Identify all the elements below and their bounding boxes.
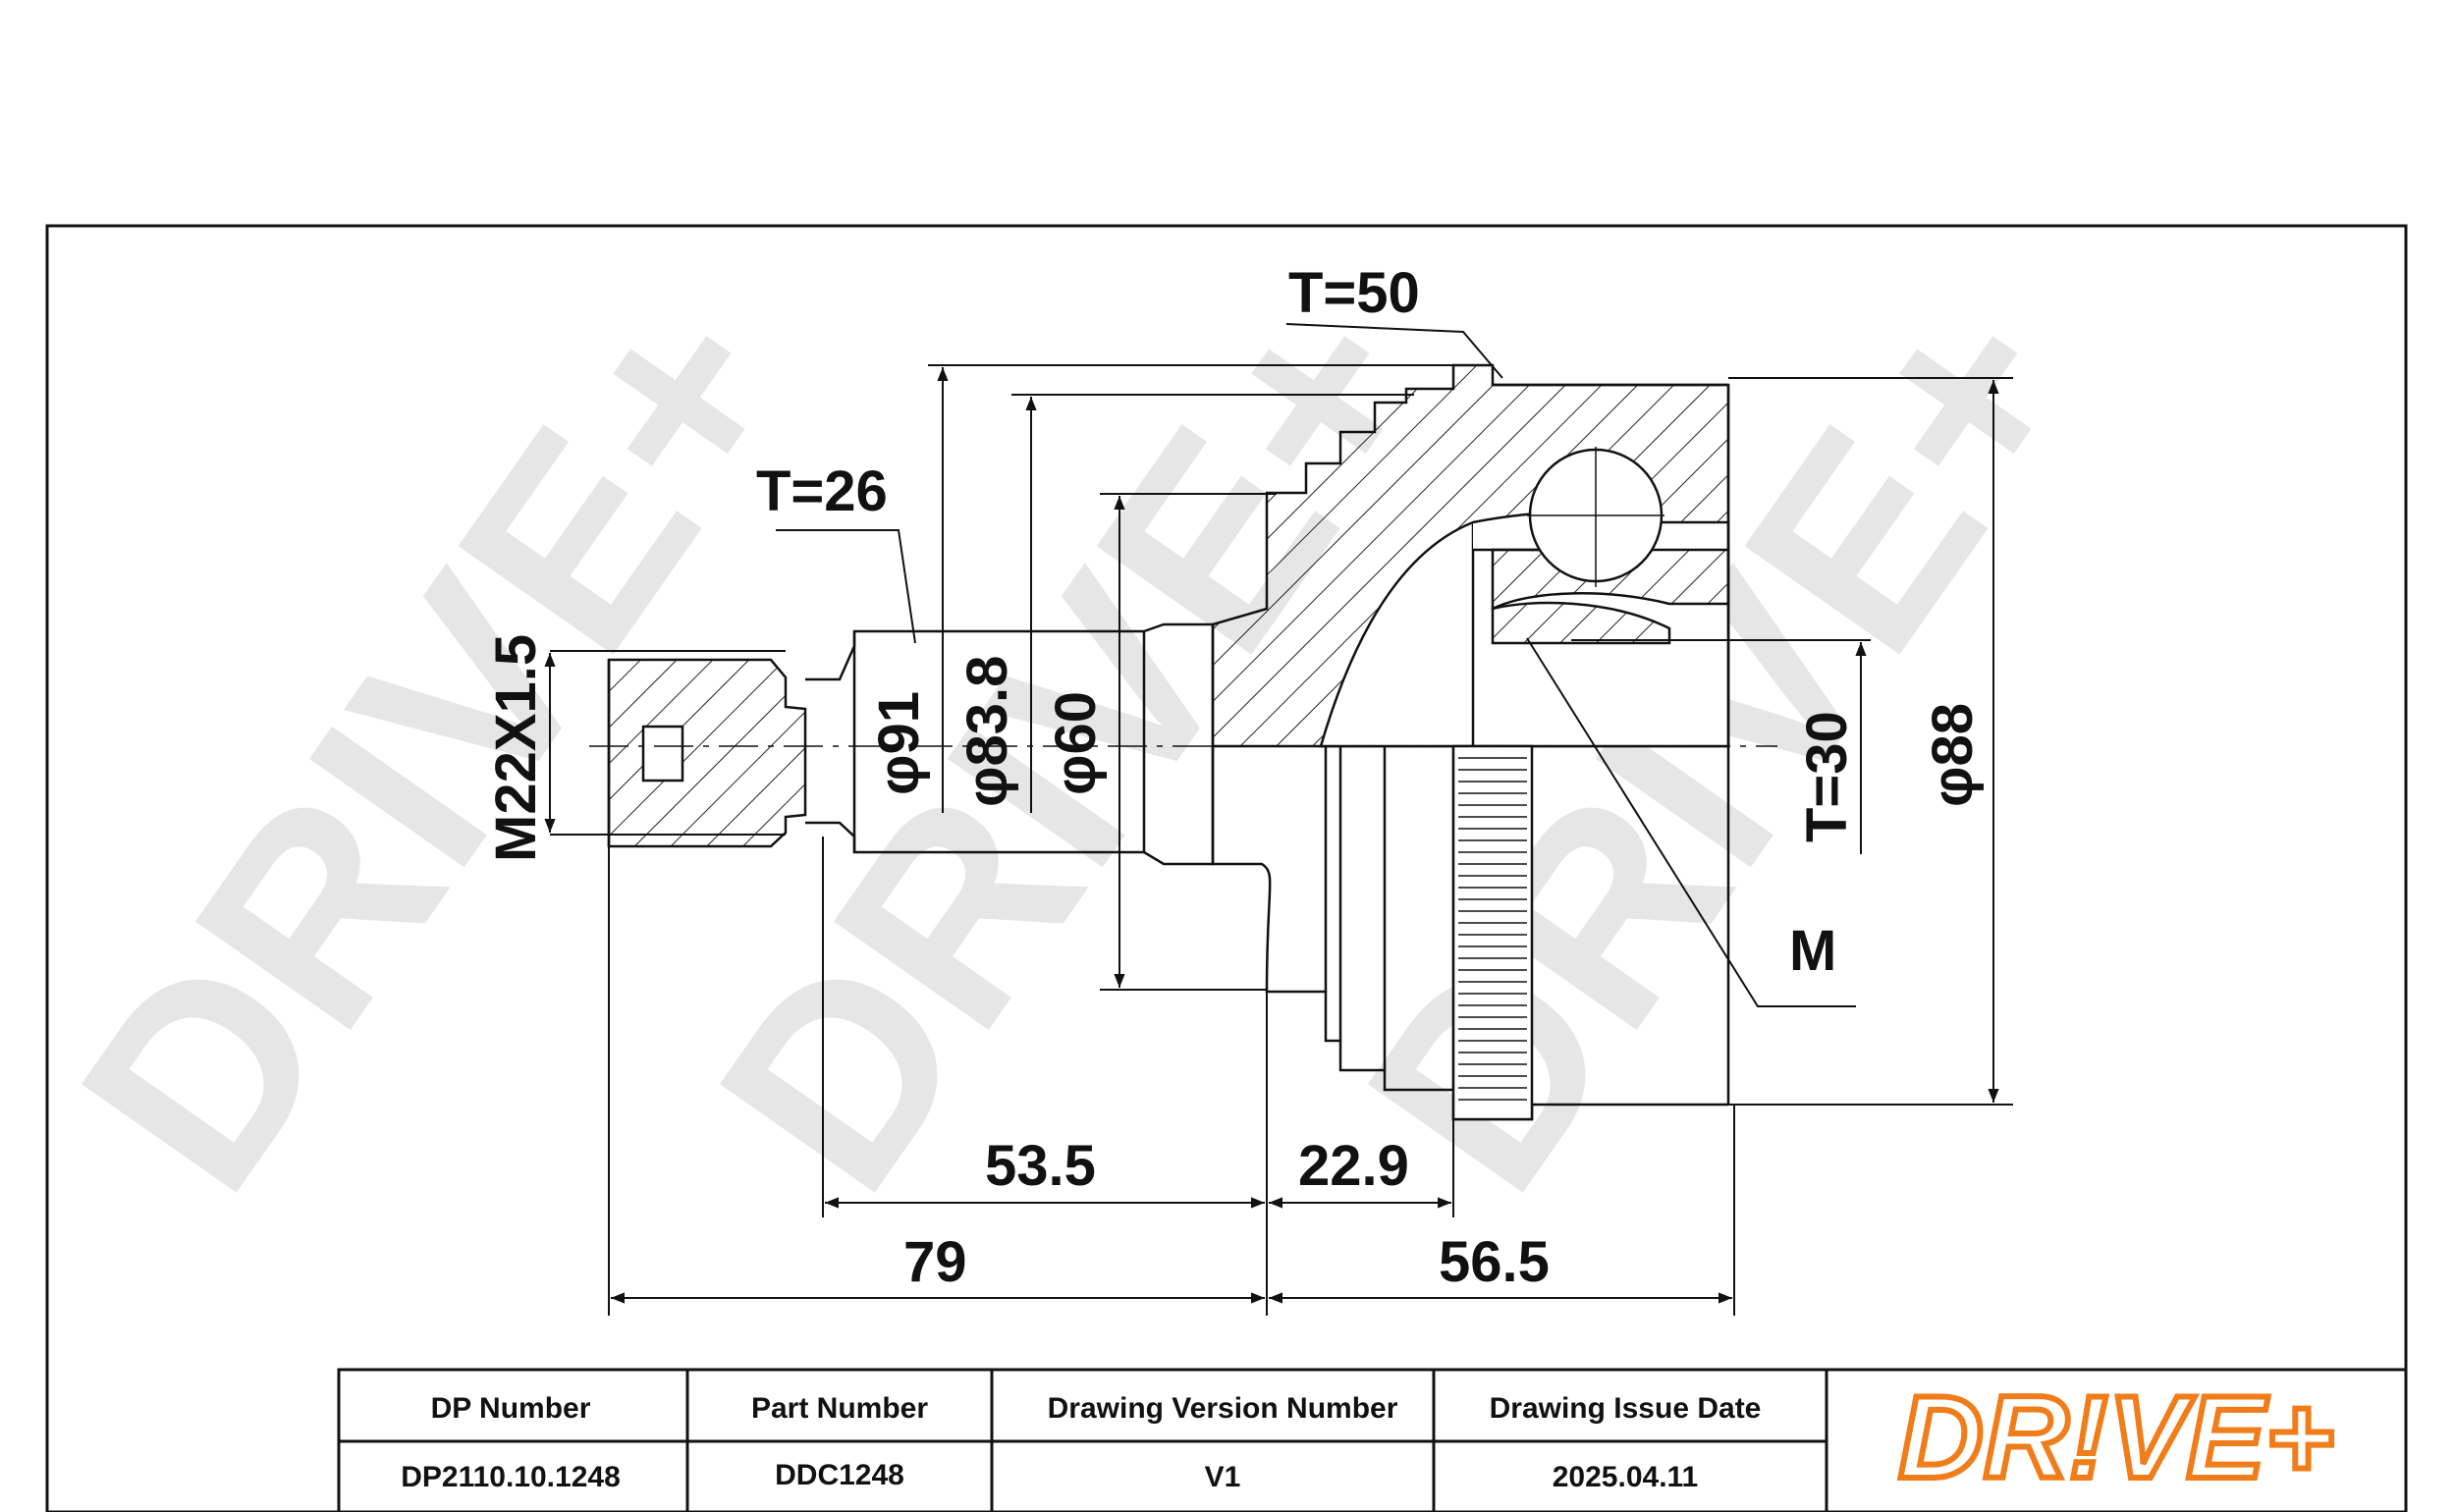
label-phi838: φ83.8 bbox=[955, 656, 1019, 807]
label-229: 22.9 bbox=[1298, 1134, 1409, 1198]
header-issue-date: Drawing Issue Date bbox=[1490, 1392, 1762, 1425]
thread-end bbox=[607, 658, 807, 848]
t50-leader bbox=[1285, 323, 1503, 379]
label-t30: T=30 bbox=[1795, 711, 1859, 842]
title-block-text: DP Number Part Number Drawing Version Nu… bbox=[401, 1392, 1761, 1493]
dimension-labels: T=50 T=26 M22X1.5 φ91 φ83.8 φ60 T=30 φ88… bbox=[484, 261, 1985, 1294]
value-dp-number: DP2110.10.1248 bbox=[401, 1461, 621, 1493]
abs-teeth bbox=[1458, 757, 1527, 1101]
label-t26: T=26 bbox=[756, 459, 888, 523]
label-phi88: φ88 bbox=[1921, 703, 1985, 807]
value-issue-date: 2025.04.11 bbox=[1553, 1461, 1699, 1493]
dimension-lines bbox=[544, 323, 2013, 1316]
label-565: 56.5 bbox=[1439, 1230, 1550, 1294]
drive-logo: DR!VE+ bbox=[1898, 1372, 2333, 1503]
drawing-frame bbox=[45, 224, 2408, 1512]
abs-ring bbox=[1451, 744, 1534, 1121]
label-t50: T=50 bbox=[1288, 261, 1420, 325]
t26-leader bbox=[776, 529, 916, 644]
title-block bbox=[337, 1368, 2408, 1512]
label-m22: M22X1.5 bbox=[484, 634, 548, 862]
header-part-number: Part Number bbox=[751, 1392, 928, 1425]
cv-joint-outline bbox=[589, 363, 1777, 1121]
header-dp-number: DP Number bbox=[431, 1392, 591, 1425]
label-m: M bbox=[1789, 919, 1836, 983]
label-phi91: φ91 bbox=[867, 691, 931, 795]
label-phi60: φ60 bbox=[1044, 691, 1108, 795]
m-leader bbox=[1526, 637, 1856, 1007]
value-part-number: DDC1248 bbox=[775, 1459, 904, 1491]
center-bore bbox=[641, 725, 684, 783]
label-79: 79 bbox=[903, 1230, 967, 1294]
bell-lower bbox=[1211, 746, 1728, 1121]
value-drawing-version: V1 bbox=[1205, 1461, 1241, 1493]
label-535: 53.5 bbox=[985, 1134, 1096, 1198]
shaft-neck bbox=[805, 629, 1146, 854]
header-drawing-version: Drawing Version Number bbox=[1048, 1392, 1398, 1425]
